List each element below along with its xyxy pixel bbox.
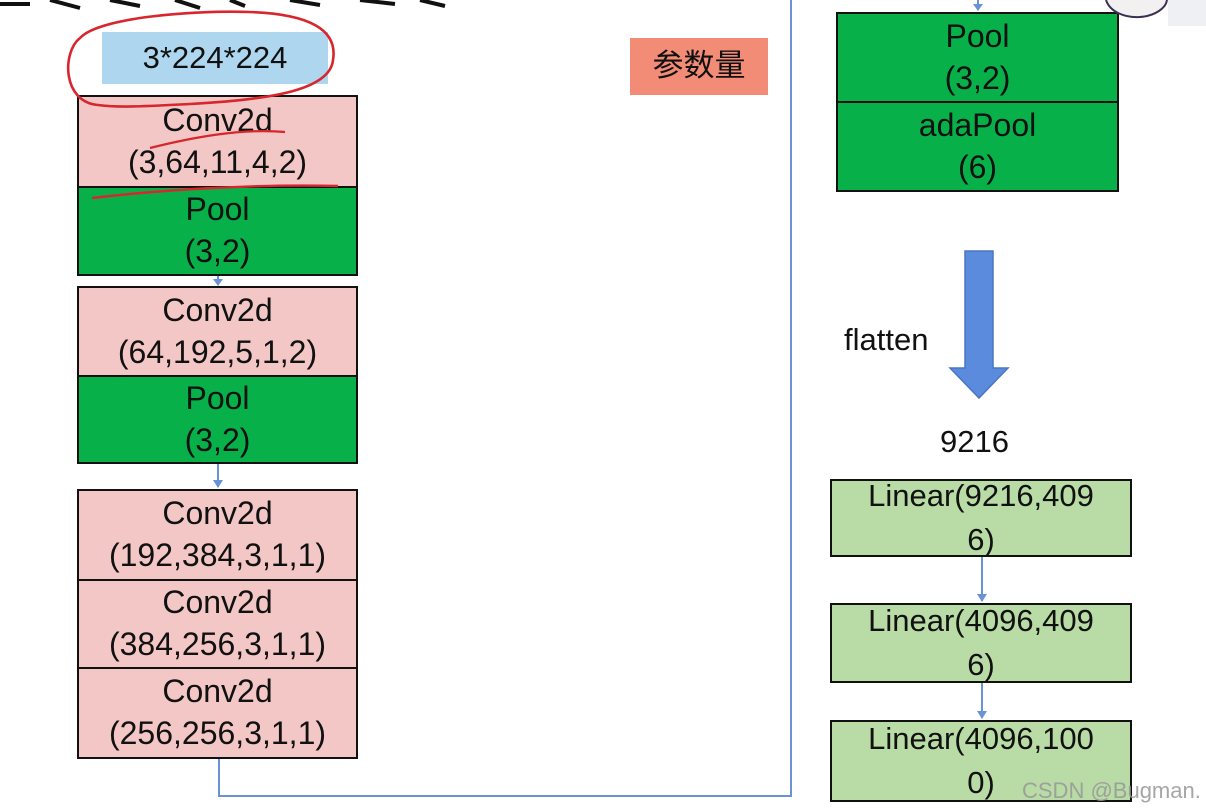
linear-block-1: Linear(9216,409 6)	[830, 478, 1132, 557]
logo-icon	[1105, 0, 1168, 19]
layer-params: (3,2)	[944, 59, 1011, 96]
layer-params: (3,64,11,4,2)	[127, 143, 308, 180]
connector-bottom	[218, 795, 792, 797]
logo-backdrop	[1168, 0, 1206, 26]
pool-block-2: Pool (3,2)	[77, 375, 358, 464]
param-count-label: 参数量	[652, 48, 746, 84]
connector-arrowhead-top-right	[973, 4, 983, 11]
layer-line-2: 6)	[967, 522, 995, 557]
layer-name: Pool	[185, 191, 250, 228]
conv2d-block-2: Conv2d (64,192,5,1,2)	[77, 286, 358, 377]
param-count-badge: 参数量	[630, 38, 768, 95]
layer-params: (256,256,3,1,1)	[108, 715, 327, 751]
layer-params: (64,192,5,1,2)	[117, 333, 318, 370]
layer-params: (384,256,3,1,1)	[108, 626, 327, 662]
connector-down-left	[218, 759, 220, 797]
layer-name: Pool	[185, 379, 250, 416]
connector-arrowhead-2	[213, 480, 223, 488]
conv2d-block-1: Conv2d (3,64,11,4,2)	[77, 95, 358, 188]
flatten-label: flatten	[844, 322, 929, 357]
linear-block-2: Linear(4096,409 6)	[830, 603, 1132, 683]
layer-line-2: 0)	[967, 765, 995, 800]
linear-block-3: Linear(4096,100 0)	[830, 720, 1132, 802]
watermark: CSDN @Bugman.	[1022, 778, 1201, 803]
layer-line-1: Linear(4096,100	[868, 720, 1094, 756]
layer-params: (3,2)	[184, 421, 251, 458]
layer-name: Conv2d	[162, 584, 273, 621]
connector-up-right	[790, 0, 792, 797]
flatten-size-label: 9216	[940, 424, 1009, 459]
layer-name: Conv2d	[162, 291, 273, 328]
input-shape-label: 3*224*224	[142, 39, 288, 75]
adapool-block: adaPool (6)	[836, 101, 1119, 192]
annotation-underline-1	[149, 130, 286, 150]
conv2d-block-5: Conv2d (256,256,3,1,1)	[77, 667, 358, 759]
connector-arrowhead-1	[213, 279, 223, 286]
cropped-title-fragment	[0, 0, 446, 10]
layer-line-1: Linear(4096,409	[868, 602, 1094, 638]
conv2d-block-4: Conv2d (384,256,3,1,1)	[77, 579, 358, 669]
pool-block-1: Pool (3,2)	[77, 186, 358, 276]
layer-name: adaPool	[918, 106, 1037, 143]
layer-params: (3,2)	[184, 233, 251, 269]
layer-line-1: Linear(9216,409	[868, 477, 1094, 513]
annotation-circle	[67, 10, 335, 108]
connector-arrowhead-linear-1	[977, 594, 987, 602]
pool-block-right: Pool (3,2)	[836, 12, 1119, 103]
connector-arrowhead-linear-2	[977, 711, 987, 719]
conv2d-block-3: Conv2d (192,384,3,1,1)	[77, 489, 358, 581]
flatten-arrow	[948, 250, 1010, 400]
layer-line-2: 6)	[967, 647, 995, 682]
layer-params: (6)	[957, 148, 998, 185]
annotation-underline-2	[91, 184, 339, 200]
input-shape-box: 3*224*224	[102, 32, 328, 84]
layer-name: Conv2d	[162, 495, 273, 532]
layer-params: (192,384,3,1,1)	[108, 537, 327, 573]
layer-name: Conv2d	[162, 673, 273, 710]
layer-name: Pool	[945, 17, 1010, 54]
